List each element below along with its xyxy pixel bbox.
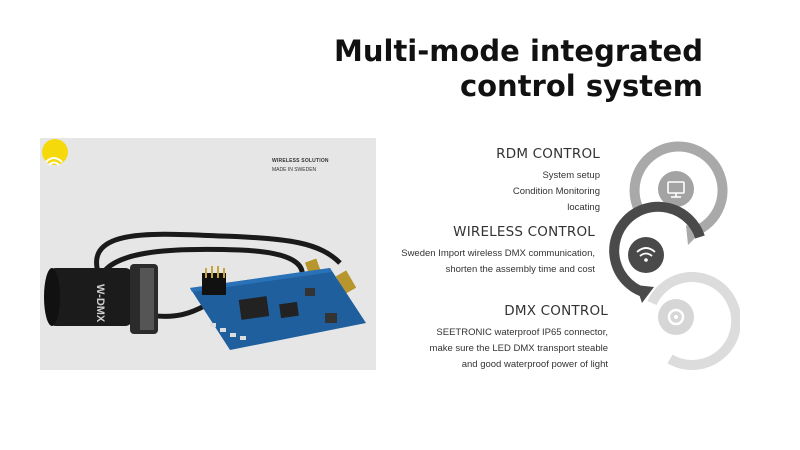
dmx-icon	[667, 308, 685, 326]
dmx-line-2: make sure the LED DMX transport steable	[429, 343, 608, 354]
wireless-control-heading: WIRELESS CONTROL	[453, 224, 595, 240]
connector-label: W-DMX	[94, 284, 106, 323]
wireless-line-1: Sweden Import wireless DMX communication…	[401, 248, 595, 259]
dmx-control-section: DMX CONTROL SEETRONIC waterproof IP65 co…	[308, 303, 608, 373]
brand-line-1: WIRELESS SOLUTION	[272, 158, 329, 164]
control-rings-diagram	[609, 141, 740, 370]
dmx-control-heading: DMX CONTROL	[504, 303, 608, 319]
title-line-1: Multi-mode integrated	[334, 34, 703, 68]
product-photo: W-DMX WIRELESS SOLUTION MADE IN SWEDEN	[40, 138, 376, 370]
ring-middle	[609, 201, 705, 298]
rdm-line-2: Condition Monitoring	[512, 186, 600, 197]
rdm-control-section: RDM CONTROL System setup Condition Monit…	[350, 146, 600, 216]
wireless-dmx-module-image: W-DMX	[44, 231, 366, 350]
brand-text: WIRELESS SOLUTION MADE IN SWEDEN	[272, 158, 329, 173]
rdm-control-heading: RDM CONTROL	[496, 146, 600, 162]
ring-middle-arrow-icon	[636, 285, 654, 303]
wireless-logo-icon	[42, 139, 68, 166]
wireless-icon-circle	[628, 237, 664, 273]
wireless-line-2: shorten the assembly time and cost	[445, 264, 595, 275]
dmx-line-3: and good waterproof power of light	[461, 359, 608, 370]
rdm-line-3: locating	[567, 202, 600, 213]
wifi-icon	[636, 247, 656, 262]
ring-bottom	[647, 272, 740, 370]
page-title: Multi-mode integrated control system	[283, 34, 703, 104]
ring-top	[629, 141, 728, 238]
rdm-line-1: System setup	[542, 170, 600, 181]
dmx-line-1: SEETRONIC waterproof IP65 connector,	[436, 327, 608, 338]
wireless-control-section: WIRELESS CONTROL Sweden Import wireless …	[295, 224, 595, 278]
monitor-icon	[667, 181, 685, 198]
title-line-2: control system	[459, 69, 703, 103]
brand-line-2: MADE IN SWEDEN	[272, 167, 317, 173]
rdm-icon-circle	[658, 171, 694, 207]
